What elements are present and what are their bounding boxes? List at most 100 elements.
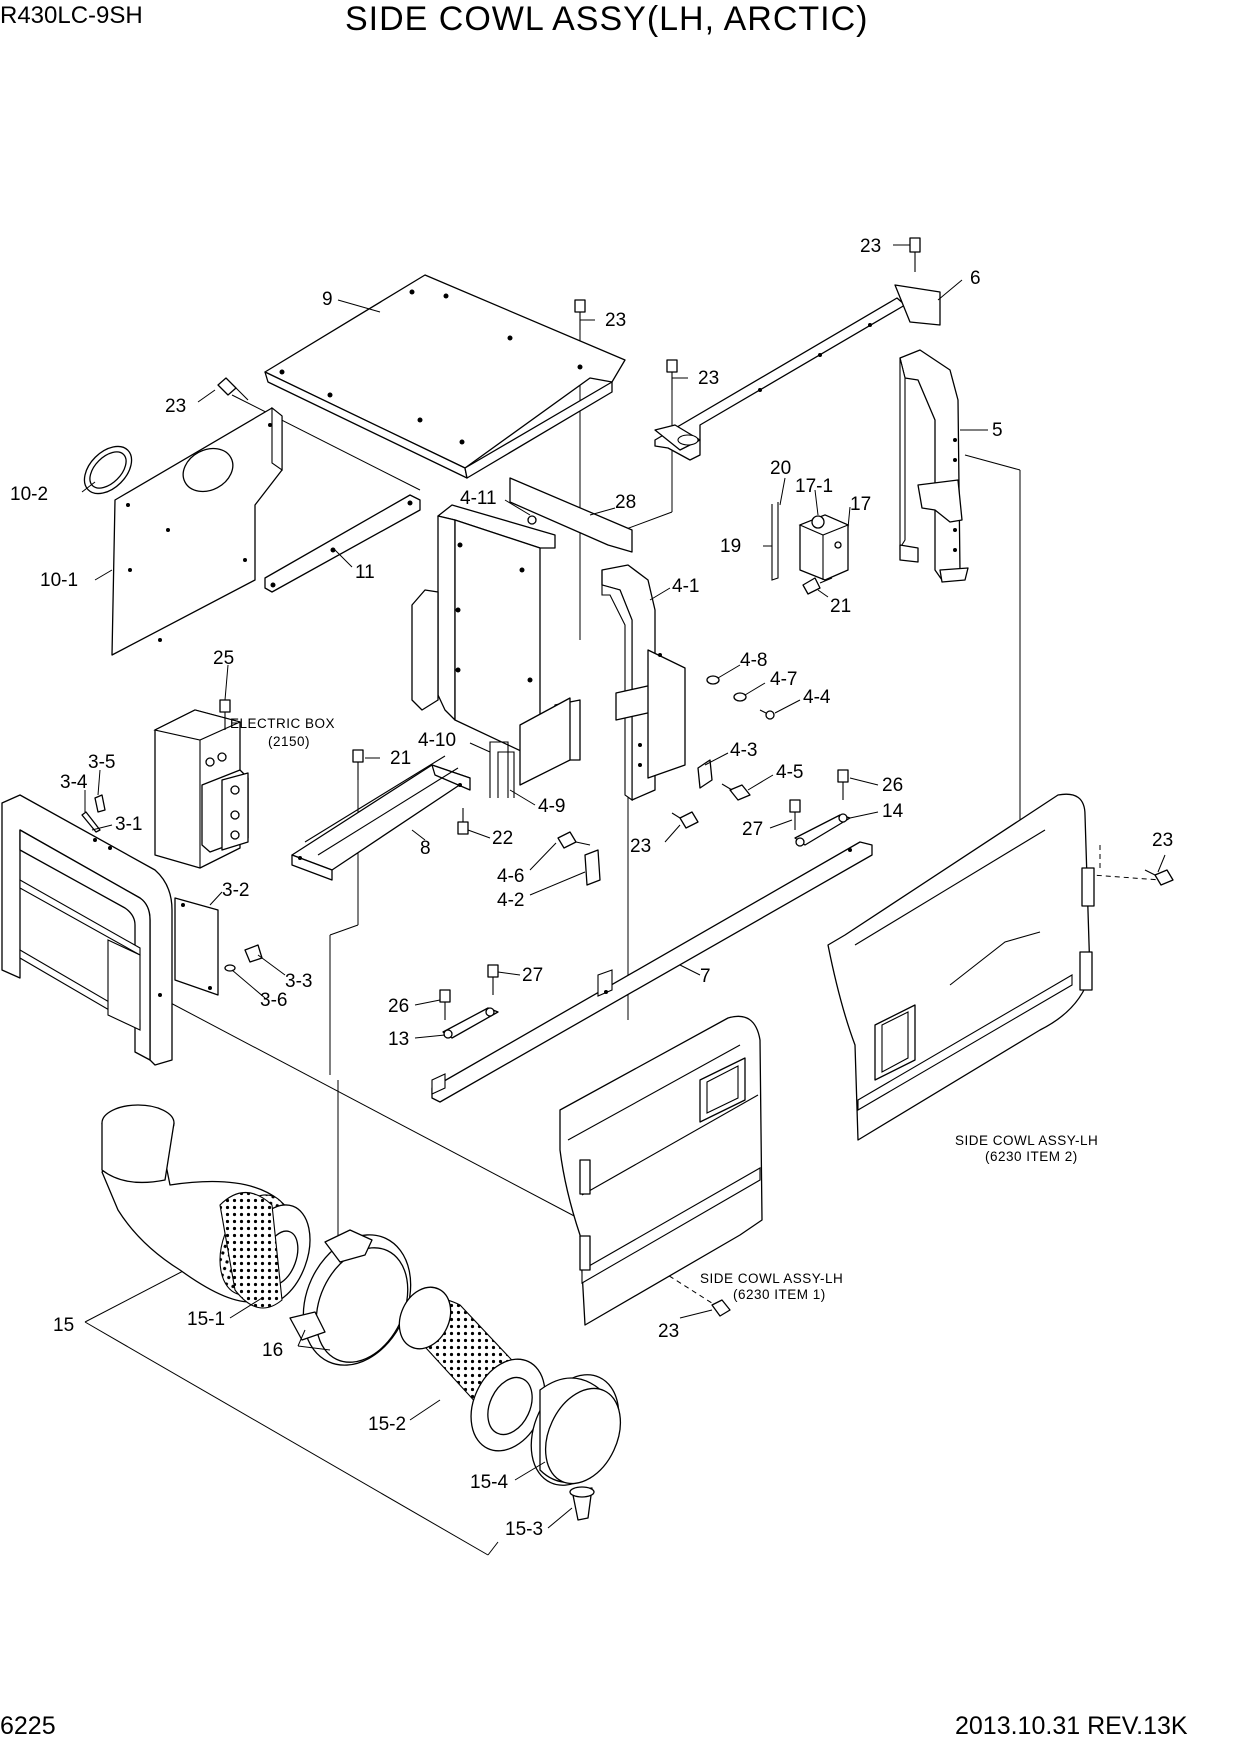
callout: 14 [882, 801, 904, 822]
callout: 27 [742, 819, 763, 840]
callout: 23 [658, 1321, 679, 1342]
callout: 23 [698, 368, 719, 389]
callout: 15-2 [368, 1414, 406, 1435]
revision-date: 2013.10.31 REV.13K [955, 1712, 1188, 1740]
callout: 17-1 [795, 476, 833, 497]
bolt-4-6 [557, 831, 591, 849]
callout: 3-1 [115, 814, 142, 835]
part-16-clamp [289, 1229, 412, 1366]
part-8-tray [291, 755, 471, 881]
callout: 23 [1152, 830, 1173, 851]
callout: 21 [830, 596, 851, 617]
bolts-and-fasteners [81, 237, 1174, 1317]
ref-cowl-item1-line1: SIDE COWL ASSY-LH [700, 1271, 843, 1286]
part-15-2-filter-element [398, 1286, 546, 1452]
part-14-latch [794, 813, 851, 847]
callout: 9 [322, 289, 333, 310]
callout: 26 [388, 996, 409, 1017]
page-title: SIDE COWL ASSY(LH, ARCTIC) [345, 0, 869, 38]
bolt-23-c [217, 377, 249, 401]
callout: 11 [355, 562, 375, 583]
callout: 4-10 [418, 730, 456, 751]
callout: 17 [850, 494, 871, 515]
bolt-4-3 [697, 759, 713, 789]
bolt-3-5 [94, 794, 106, 813]
model-number: R430LC-9SH [0, 2, 143, 29]
callout: 6 [970, 268, 981, 289]
callout: 3-4 [60, 772, 88, 793]
callout: 15 [53, 1315, 74, 1336]
callout: 23 [860, 236, 881, 257]
part-15-air-cleaner-housing [101, 1104, 311, 1309]
bolt-23-a [574, 299, 586, 330]
callout: 19 [720, 536, 741, 557]
bolt-21-b [352, 749, 364, 780]
callout: 23 [605, 310, 626, 331]
bolt-22 [457, 808, 469, 835]
ref-electric-box-line2: (2150) [268, 734, 310, 749]
callout: 4-9 [538, 796, 565, 817]
bolt-23-top [909, 237, 921, 272]
clip-4-2 [584, 849, 601, 886]
callout: 4-4 [803, 687, 831, 708]
bolt-26-a [837, 769, 849, 800]
ref-cowl-item2-line1: SIDE COWL ASSY-LH [955, 1133, 1098, 1148]
bolt-23-f [711, 1299, 731, 1317]
callout: 3-5 [88, 752, 115, 773]
washer-4-8 [706, 675, 720, 685]
callout: 3-2 [222, 880, 249, 901]
part-10-1-panel [111, 406, 283, 656]
part-11-bar [264, 494, 421, 593]
ref-cowl-item2-line2: (6230 ITEM 2) [985, 1149, 1078, 1164]
part-15-3-valve [569, 1486, 595, 1521]
callout: 5 [992, 420, 1003, 441]
callout: 10-2 [10, 484, 48, 505]
callout: 4-7 [770, 669, 797, 690]
part-5-side-frame [899, 349, 969, 583]
callout: 4-11 [460, 488, 497, 509]
part-9-cover-plate [264, 274, 626, 479]
callout: 3-6 [260, 990, 287, 1011]
bolt-27-a [789, 799, 801, 830]
callout: 8 [420, 838, 431, 859]
callout: 15-4 [470, 1472, 508, 1493]
part-4-10-u-bolt [489, 741, 515, 798]
bolt-23-d [671, 811, 699, 829]
page-number: 6225 [0, 1712, 56, 1740]
reference-notes: ELECTRIC BOX (2150) SIDE COWL ASSY-LH (6… [230, 716, 1098, 1302]
bolt-4-4 [759, 709, 775, 720]
bolt-3-4 [81, 811, 101, 833]
callout: 4-6 [497, 866, 524, 887]
callout: 21 [390, 748, 411, 769]
callout: 22 [492, 828, 513, 849]
callout: 4-8 [740, 650, 767, 671]
callout: 16 [262, 1340, 283, 1361]
bolt-4-5 [721, 783, 751, 801]
side-cowl-item-1 [559, 1015, 763, 1326]
part-10-2-gasket [83, 445, 133, 495]
part-4-9-plate [519, 697, 571, 786]
callout: 4-1 [672, 576, 699, 597]
ref-electric-box-line1: ELECTRIC BOX [230, 716, 335, 731]
callout: 26 [882, 775, 903, 796]
callout: 10-1 [40, 570, 78, 591]
callout: 7 [700, 966, 711, 987]
callout: 23 [165, 396, 186, 417]
part-13-latch [442, 1007, 499, 1039]
callout-leaders [81, 244, 1166, 1529]
part-17-box [798, 514, 850, 581]
part-6-upper-bracket [654, 284, 941, 461]
bolt-26-b [439, 989, 451, 1020]
callout: 27 [522, 965, 543, 986]
washer-4-7 [733, 692, 747, 702]
callout: 25 [213, 648, 234, 669]
callout: 20 [770, 458, 791, 479]
callout: 3-3 [285, 971, 312, 992]
electric-box [153, 709, 249, 869]
callout: 15-1 [187, 1309, 225, 1330]
bolt-27-b [487, 964, 499, 995]
callout: 15-3 [505, 1519, 543, 1540]
part-3-2-plate [174, 897, 219, 996]
callout: 28 [615, 492, 636, 513]
